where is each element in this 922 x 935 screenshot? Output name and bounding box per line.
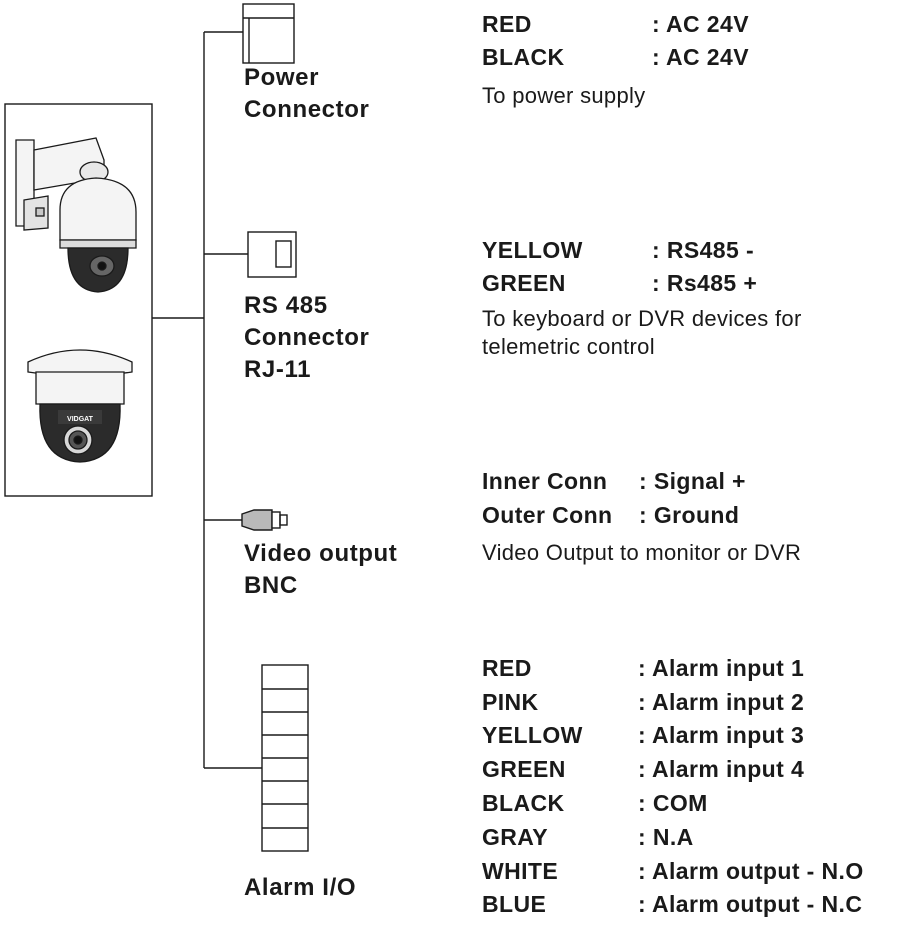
camera-brand-text: VIDGAT <box>67 416 94 423</box>
wire-function: : Alarm output - N.O <box>638 858 864 884</box>
wire-function: : Alarm input 1 <box>638 655 805 681</box>
camera-frame <box>4 103 153 497</box>
wire-function: : Rs485 + <box>652 270 758 296</box>
power-connector-label: Power Connector <box>244 64 370 123</box>
wire-color: PINK <box>482 689 539 715</box>
wire-color: BLACK <box>482 790 565 816</box>
wire-function: : AC 24V <box>652 11 749 37</box>
wire-color: GREEN <box>482 270 566 296</box>
wire-color: RED <box>482 655 532 681</box>
rj11-connector-icon <box>247 231 297 278</box>
rs485-connector-label: RS 485 Connector RJ-11 <box>244 292 370 383</box>
bnc-connector-icon <box>241 509 288 531</box>
wire-function: : Alarm output - N.C <box>638 891 863 917</box>
wire-color: BLUE <box>482 891 547 917</box>
video-note: Video Output to monitor or DVR <box>482 540 802 565</box>
wire-function: : COM <box>638 790 708 816</box>
wall-mount-dome-camera-icon <box>15 137 137 293</box>
video-output-label: Video output BNC <box>244 540 398 599</box>
wire-color: RED <box>482 11 532 37</box>
power-connector-icon <box>242 3 295 64</box>
wire-function: : Alarm input 2 <box>638 689 805 715</box>
wire-color: YELLOW <box>482 237 583 263</box>
wire-color: Outer Conn <box>482 502 613 528</box>
wire-color: BLACK <box>482 44 565 70</box>
wire-color: WHITE <box>482 858 559 884</box>
wire-color: Inner Conn <box>482 468 608 494</box>
rs485-note: To keyboard or DVR devices for telemetri… <box>482 306 802 359</box>
ceiling-dome-camera-icon <box>27 349 133 463</box>
alarm-io-label: Alarm I/O <box>244 874 357 901</box>
wire-function: : N.A <box>638 824 694 850</box>
wire-function: : Ground <box>639 502 740 528</box>
wire-function: : Alarm input 3 <box>638 722 805 748</box>
wire-function: : Signal + <box>639 468 746 494</box>
wire-function: : RS485 - <box>652 237 755 263</box>
wire-color: YELLOW <box>482 722 583 748</box>
alarm-terminal-block-icon <box>261 664 309 852</box>
wire-function: : AC 24V <box>652 44 749 70</box>
wire-color: GREEN <box>482 756 566 782</box>
wire-color: GRAY <box>482 824 548 850</box>
wire-function: : Alarm input 4 <box>638 756 805 782</box>
power-note: To power supply <box>482 83 646 108</box>
